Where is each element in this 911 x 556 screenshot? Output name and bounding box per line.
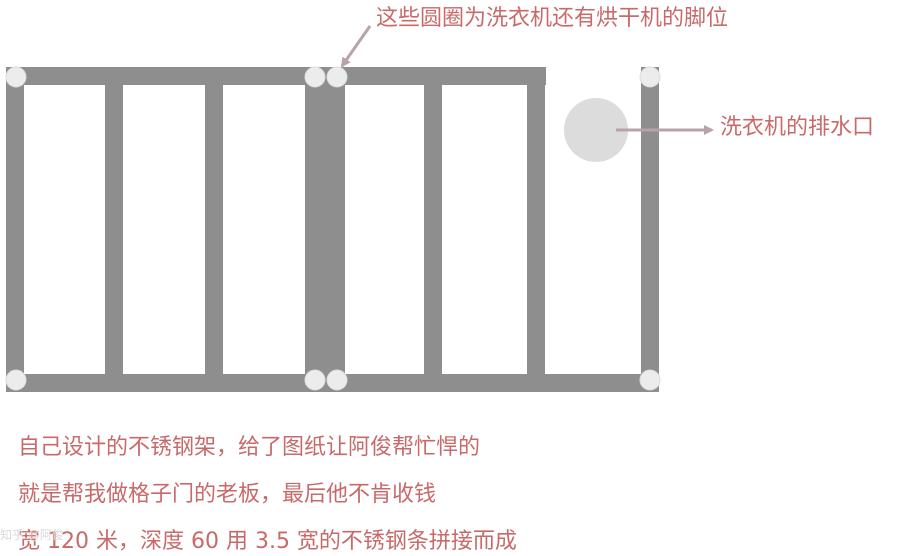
foot-circle (5, 369, 27, 391)
frame-post-center (305, 67, 345, 392)
foot-circle (5, 66, 27, 88)
foot-circle (326, 66, 348, 88)
foot-circle (326, 369, 348, 391)
frame-post (6, 67, 24, 392)
watermark: 知乎 @阿俊 (0, 528, 64, 542)
frame-top-rail (6, 67, 546, 85)
frame-post (527, 67, 545, 392)
foot-circle (639, 66, 661, 88)
caption-line-3: 宽 120 米，深度 60 用 3.5 宽的不锈钢条拼接而成 (18, 529, 517, 554)
frame-post (205, 67, 223, 392)
foot-circle (304, 66, 326, 88)
drain-label: 洗衣机的排水口 (720, 115, 875, 140)
foot-circle (304, 369, 326, 391)
rack-frame (6, 67, 659, 392)
frame-post (105, 67, 123, 392)
foot-positions (5, 66, 661, 391)
foot-circle (639, 369, 661, 391)
caption-line-1: 自己设计的不锈钢架，给了图纸让阿俊帮忙悍的 (18, 435, 481, 460)
caption-block: 自己设计的不锈钢架，给了图纸让阿俊帮忙悍的 就是帮我做格子门的老板，最后他不肯收… (18, 424, 517, 556)
frame-post (424, 67, 442, 392)
drain-circle (564, 98, 628, 162)
frame-post-right (641, 67, 659, 392)
caption-line-2: 就是帮我做格子门的老板，最后他不肯收钱 (18, 482, 437, 507)
feet-arrow (340, 25, 372, 68)
feet-label: 这些圆圈为洗衣机还有烘干机的脚位 (376, 6, 729, 31)
